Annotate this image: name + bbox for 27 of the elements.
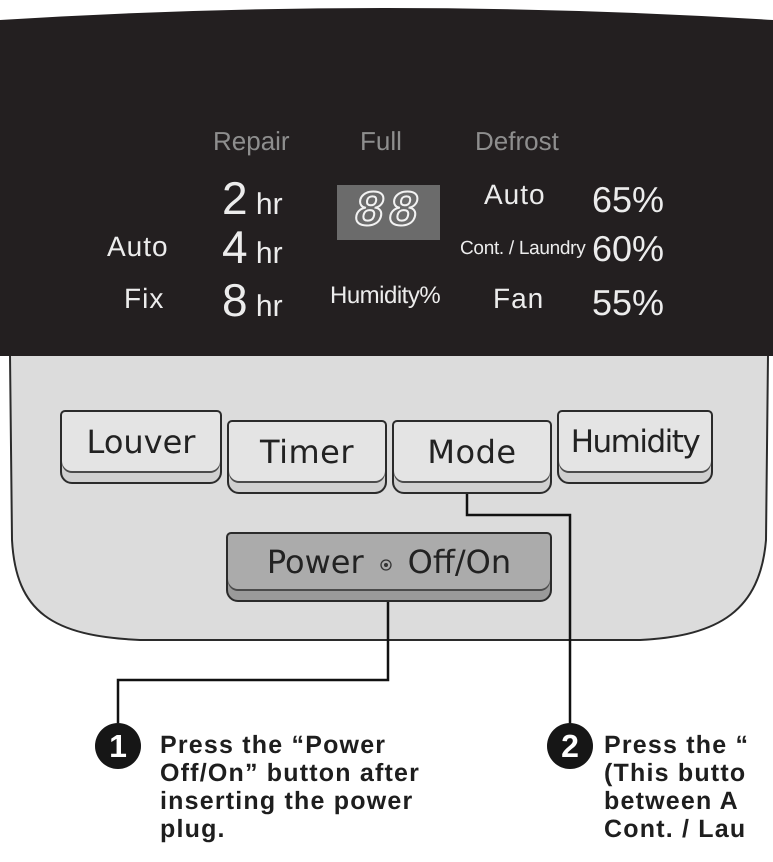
indicator-label: Cont. / Laundry: [460, 239, 586, 258]
leader-line: [116, 602, 390, 723]
step-number: 1: [95, 723, 141, 769]
indicator-label: Fix: [124, 285, 164, 313]
indicator-label: 8 hr: [222, 277, 283, 323]
indicator-label: Full: [360, 128, 402, 154]
digital-display: 88: [337, 185, 440, 240]
mode-button: Mode: [392, 420, 552, 494]
humidity-button: Humidity: [557, 410, 713, 484]
indicator-label: 60%: [592, 231, 664, 267]
indicator-label: 55%: [592, 285, 664, 321]
indicator-label: Humidity%: [330, 284, 440, 308]
timer-button: Timer: [227, 420, 387, 494]
instruction-text: Press the “Power Off/On” button after inserting the power plug.: [160, 731, 422, 843]
indicator-label: Auto: [484, 181, 546, 209]
leader-line: [466, 494, 572, 723]
power-button: Power Off/On: [226, 532, 552, 602]
indicator-label: 2 hr: [222, 175, 283, 221]
indicator-label: 65%: [592, 182, 664, 218]
instruction-text: Press the “ (This butto between A Cont. / Lau: [604, 731, 750, 843]
indicator-label: 4 hr: [222, 224, 283, 270]
indicator-label: Fan: [493, 285, 544, 313]
louver-button: Louver: [60, 410, 222, 484]
indicator-label: Auto: [107, 233, 169, 261]
indicator-label: Repair: [213, 128, 290, 154]
indicator-label: Defrost: [475, 128, 559, 154]
step-number: 2: [547, 723, 593, 769]
